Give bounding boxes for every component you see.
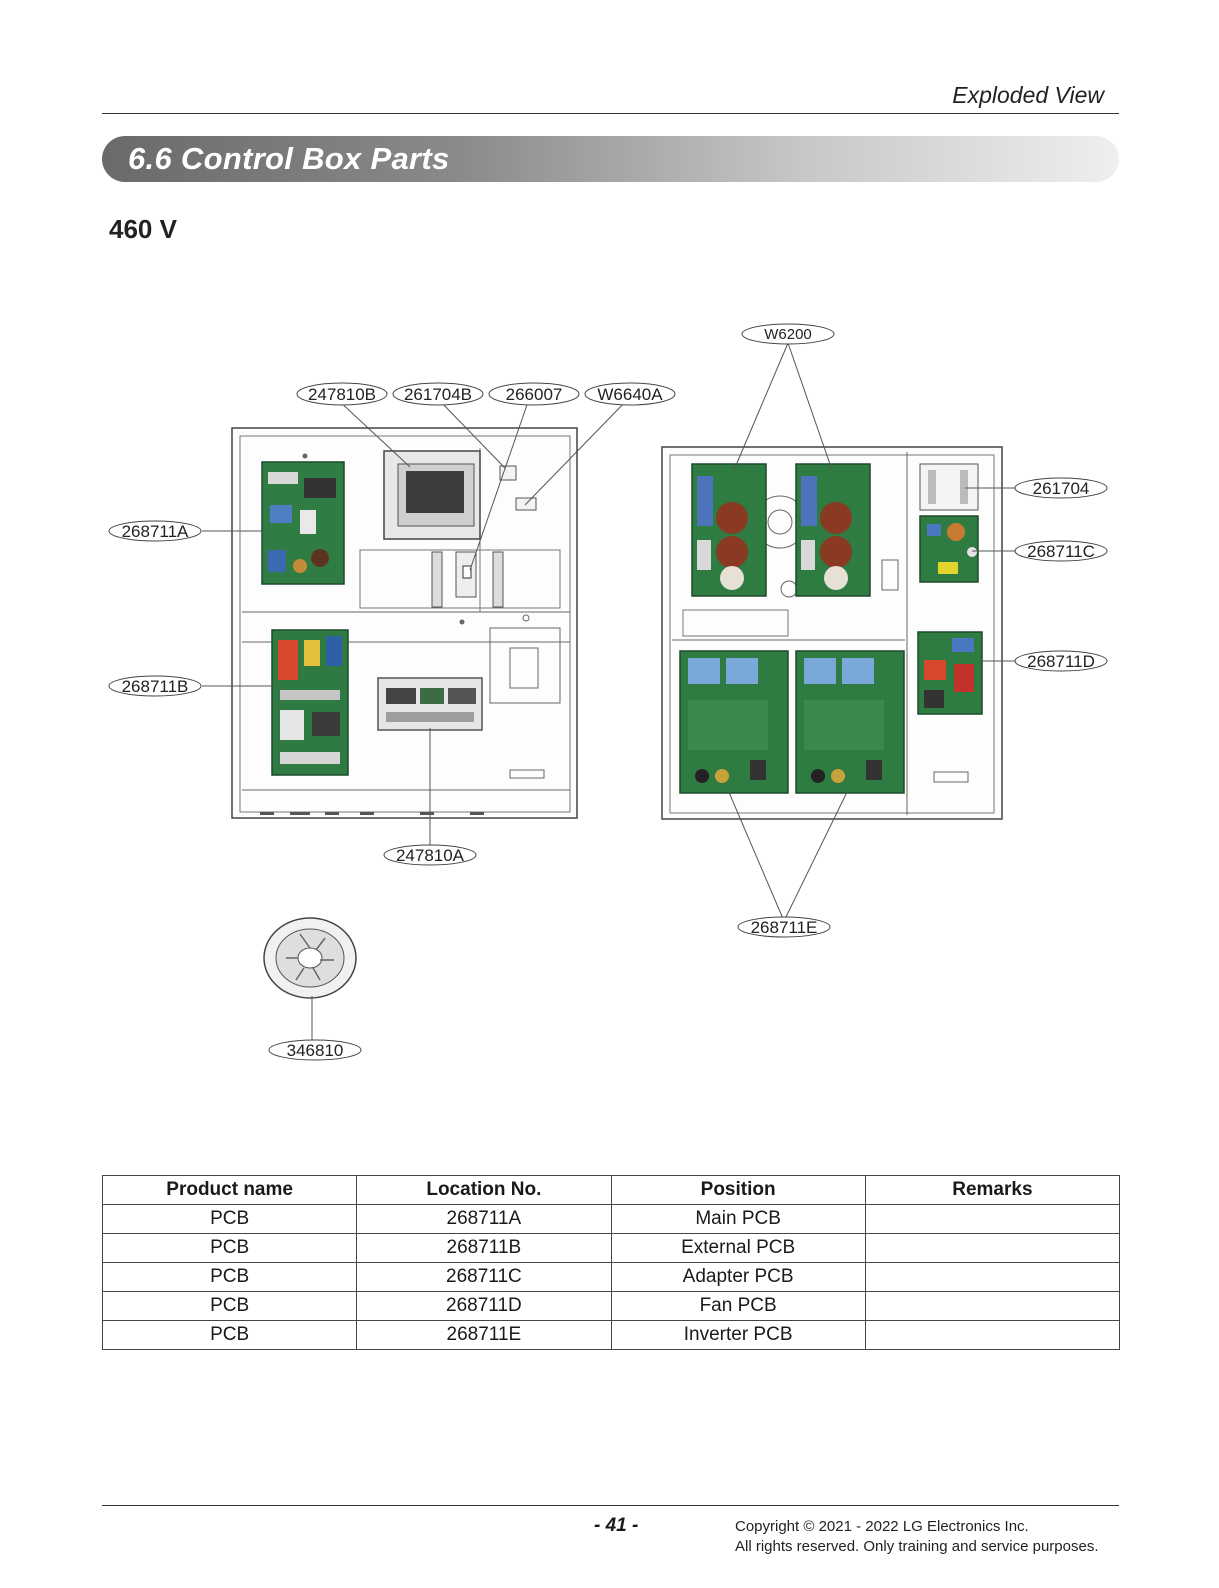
cell-remarks [864, 1262, 1121, 1292]
table-row: PCB 268711D Fan PCB [101, 1291, 1121, 1321]
cell-position: Fan PCB [610, 1291, 866, 1321]
callout-label-346810: 346810 [287, 1041, 344, 1060]
cell-product-name: PCB [101, 1233, 358, 1263]
display-board-247810B [383, 450, 481, 540]
cell-location-no: 268711B [356, 1233, 612, 1263]
callout-268711C: 268711C [1014, 540, 1108, 562]
fan-pcb-268711D [917, 631, 983, 715]
callout-247810B: 247810B [296, 382, 388, 406]
callout-label-268711A: 268711A [122, 522, 189, 541]
leader-lines [202, 342, 1015, 1043]
callout-261704B: 261704B [392, 382, 484, 406]
callout-label-268711C: 268711C [1027, 542, 1095, 561]
main-pcb-268711A [261, 461, 345, 585]
adapter-pcb-268711C [919, 515, 979, 583]
callout-label-261704: 261704 [1033, 479, 1090, 498]
callout-label-261704B: 261704B [404, 385, 472, 404]
section-title: 6.6 Control Box Parts [128, 141, 450, 176]
callout-268711E: 268711E [737, 916, 831, 938]
filter-board-W6200-right [795, 463, 871, 597]
cell-position: Inverter PCB [610, 1320, 866, 1350]
copyright-line-2: All rights reserved. Only training and s… [735, 1538, 1099, 1555]
callout-label-268711D: 268711D [1027, 652, 1095, 671]
callout-label-266007: 266007 [506, 385, 563, 404]
table-row: PCB 268711E Inverter PCB [101, 1320, 1121, 1350]
terminal-strip-261704 [919, 463, 979, 511]
cell-remarks [864, 1320, 1121, 1350]
cell-location-no: 268711D [356, 1291, 612, 1321]
cell-remarks [864, 1233, 1121, 1263]
copyright-notice: Copyright © 2021 - 2022 LG Electronics I… [735, 1517, 1099, 1557]
table-header-row: Product name Location No. Position Remar… [101, 1175, 1121, 1205]
cell-remarks [864, 1204, 1121, 1234]
sub-pcb-247810A [377, 677, 483, 731]
cell-location-no: 268711E [356, 1320, 612, 1350]
cell-product-name: PCB [101, 1204, 358, 1234]
table-row: PCB 268711A Main PCB [101, 1204, 1121, 1234]
column-header-location-no: Location No. [356, 1175, 612, 1205]
copyright-line-1: Copyright © 2021 - 2022 LG Electronics I… [735, 1518, 1029, 1535]
section-banner: 6.6 Control Box Parts [102, 136, 1119, 182]
callout-label-268711E: 268711E [751, 918, 818, 937]
cell-position: External PCB [610, 1233, 866, 1263]
column-header-product-name: Product name [101, 1175, 358, 1205]
footer-divider [102, 1505, 1119, 1506]
callout-label-W6640A: W6640A [597, 385, 663, 404]
cell-product-name: PCB [101, 1291, 358, 1321]
page-header-title: Exploded View [952, 82, 1104, 108]
callout-label-247810B: 247810B [308, 385, 376, 404]
cell-position: Main PCB [610, 1204, 866, 1234]
terminal-block-261704B [431, 465, 537, 608]
cell-product-name: PCB [101, 1320, 358, 1350]
callout-label-247810A: 247810A [396, 846, 465, 865]
callout-label-W6200: W6200 [764, 326, 812, 343]
callout-266007: 266007 [488, 382, 580, 406]
table-row: PCB 268711B External PCB [101, 1233, 1121, 1263]
column-header-remarks: Remarks [864, 1175, 1121, 1205]
callout-346810: 346810 [268, 1039, 362, 1061]
callout-261704: 261704 [1014, 477, 1108, 499]
callout-268711D: 268711D [1014, 650, 1108, 672]
voltage-heading: 460 V [109, 214, 177, 244]
external-pcb-268711B [271, 629, 349, 776]
cell-product-name: PCB [101, 1262, 358, 1292]
callout-W6640A: W6640A [584, 382, 676, 406]
fan-346810 [263, 917, 357, 999]
table-row: PCB 268711C Adapter PCB [101, 1262, 1121, 1292]
filter-board-W6200-left [691, 463, 767, 597]
callout-268711A: 268711A [108, 520, 202, 542]
callout-label-268711B: 268711B [122, 677, 189, 696]
callout-247810A: 247810A [383, 844, 477, 866]
inverter-pcb-268711E-right [795, 650, 905, 794]
header-divider [102, 113, 1119, 114]
cell-remarks [864, 1291, 1121, 1321]
parts-table: Product name Location No. Position Remar… [101, 1175, 1121, 1350]
callout-268711B: 268711B [108, 675, 202, 697]
page-number: - 41 - [594, 1515, 639, 1536]
control-box-exploded-diagram: 247810B 261704B 266007 W6640A W6200 2687… [108, 323, 1108, 1061]
callout-W6200: W6200 [741, 323, 835, 345]
cell-location-no: 268711C [356, 1262, 612, 1292]
cell-location-no: 268711A [356, 1204, 612, 1234]
cell-position: Adapter PCB [610, 1262, 866, 1292]
column-header-position: Position [610, 1175, 866, 1205]
inverter-pcb-268711E-left [679, 650, 789, 794]
